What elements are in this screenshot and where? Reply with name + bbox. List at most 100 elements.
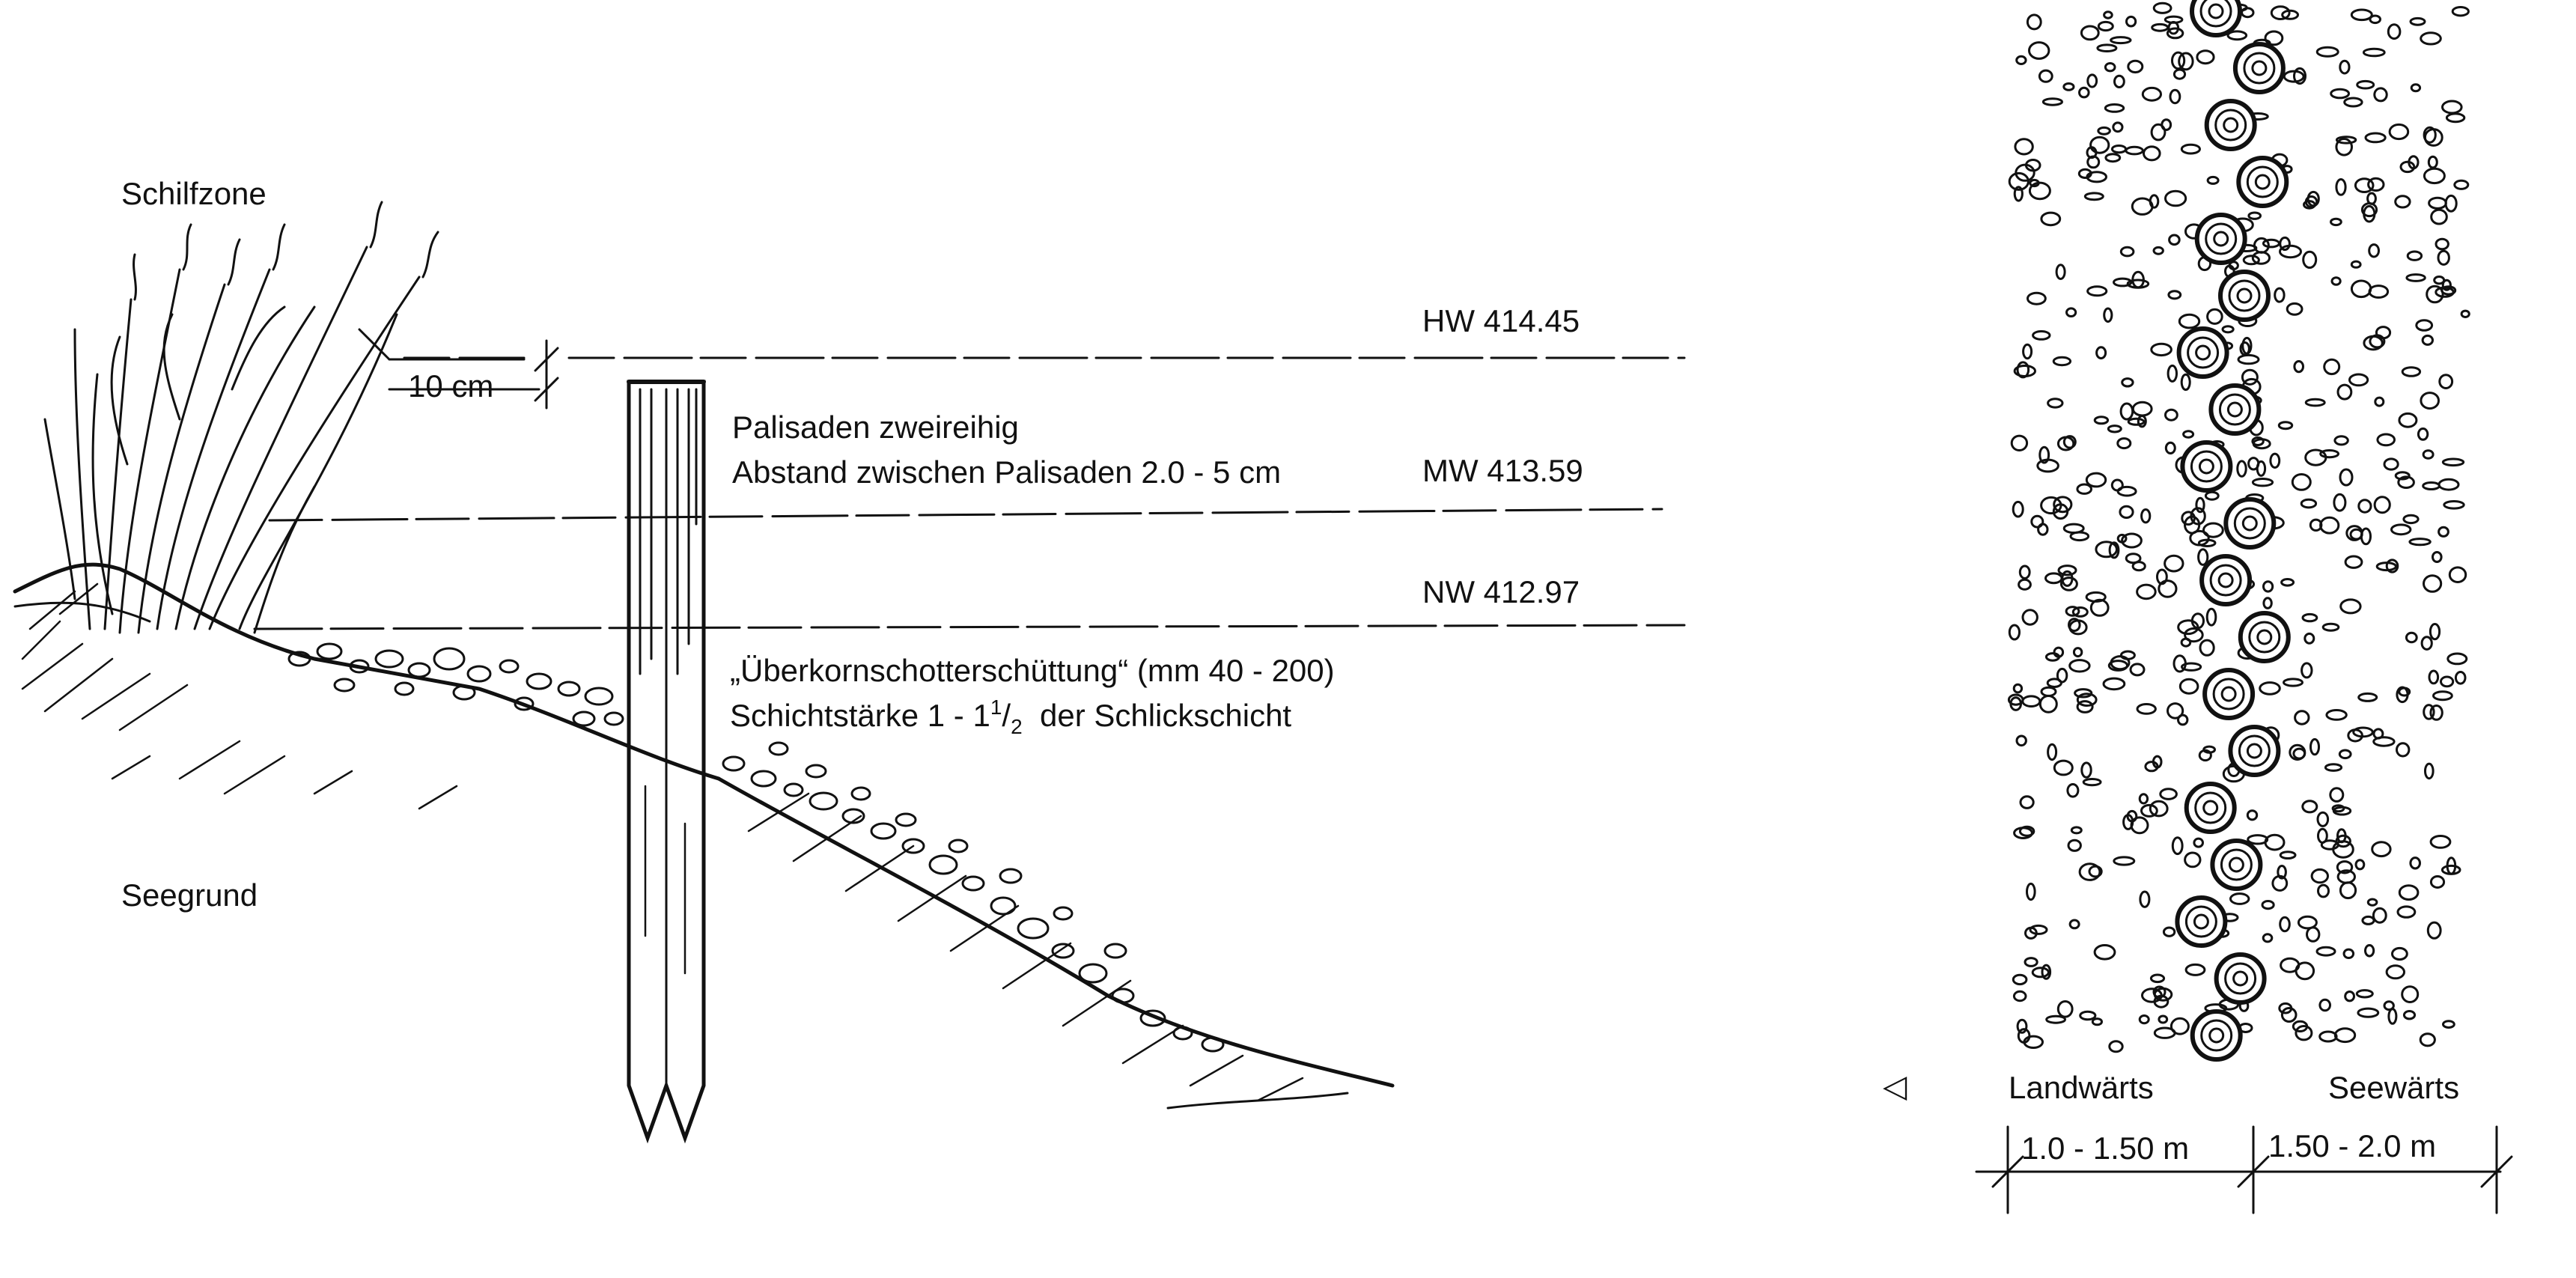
pebble (2028, 41, 2050, 60)
pebble (2394, 471, 2411, 481)
pebble (2446, 652, 2468, 666)
pebble (2397, 475, 2415, 490)
pebble (2261, 900, 2275, 910)
post-ring (2228, 279, 2261, 312)
pebble (2442, 1020, 2455, 1029)
pebble (2046, 678, 2062, 689)
pebble (2116, 437, 2132, 450)
pebble (2097, 126, 2111, 136)
pebble (2336, 869, 2357, 884)
pebble (2315, 946, 2336, 957)
palisade-post-plan (2208, 383, 2262, 436)
pebble (2184, 627, 2204, 643)
pebble (2390, 523, 2412, 536)
pebble (2409, 856, 2421, 870)
post-ring (2190, 1009, 2243, 1062)
pebble (2357, 692, 2378, 702)
pebble (2047, 743, 2058, 761)
palisade-post-plan (2238, 611, 2291, 663)
pebble (2104, 62, 2116, 73)
pebble (2022, 343, 2033, 360)
bank-profile (13, 562, 721, 810)
pebble (2445, 112, 2466, 124)
pebble (2361, 915, 2375, 925)
pebble (2131, 401, 2153, 417)
pebble (2177, 619, 2199, 636)
pebble (2264, 30, 2284, 46)
pebble (2376, 433, 2396, 447)
pebble (2385, 559, 2399, 573)
post-ring (2226, 401, 2243, 418)
pebble (2331, 804, 2345, 813)
post-ring (2246, 743, 2262, 759)
pebble (2013, 186, 2024, 202)
post-ring (2209, 564, 2242, 597)
pebble (2089, 598, 2110, 617)
pebble (2421, 334, 2435, 346)
post-ring (2232, 42, 2286, 94)
pebble (2454, 671, 2467, 685)
pebble (2259, 681, 2281, 696)
post-ring (2210, 839, 2263, 891)
pebble (2164, 189, 2187, 207)
pebble (2119, 505, 2134, 520)
pebble (2140, 508, 2152, 524)
pebble (2368, 284, 2390, 299)
pebble (2107, 660, 2128, 672)
pebble (2422, 481, 2441, 490)
post-ring (2243, 52, 2276, 85)
palisade-note-line1: Palisaden zweireihig (732, 410, 1019, 445)
pebble (2427, 155, 2438, 169)
pebble (2206, 308, 2223, 325)
pebble (2028, 181, 2051, 201)
pebble (2343, 97, 2363, 108)
post-ring (2228, 725, 2281, 777)
pebble (2040, 211, 2062, 227)
pebble (2110, 478, 2124, 492)
pebble (2168, 234, 2181, 246)
post-ring (2205, 222, 2238, 255)
plan-dimension-line (1975, 1125, 2513, 1214)
pebble (2107, 425, 2122, 433)
pebble (2125, 553, 2142, 565)
pebble (2271, 874, 2289, 892)
pebble (2335, 138, 2353, 156)
pebble (2093, 944, 2116, 961)
pebble (2095, 346, 2107, 360)
gravel-note-line2: Schichtstärke 1 - 11/2 der Schlickschich… (730, 696, 1291, 738)
pebble (2262, 933, 2274, 943)
pebble (2112, 121, 2124, 133)
pebble (2184, 515, 2201, 535)
pebble (2398, 412, 2418, 428)
water-level-lines (253, 356, 1686, 630)
pebble (2012, 990, 2027, 1002)
pebble (2274, 287, 2286, 303)
post-ring (2200, 1019, 2233, 1052)
pebble (2229, 892, 2250, 905)
pebble (2422, 449, 2435, 460)
pebble (2291, 473, 2312, 491)
pebble (2429, 623, 2441, 641)
pebble (2030, 514, 2044, 529)
pebble (2402, 514, 2420, 525)
pebble (2283, 70, 2305, 83)
pebble (2008, 171, 2030, 191)
pebble (2125, 145, 2144, 156)
pebble (2339, 598, 2362, 615)
gravel-fill (287, 642, 1225, 1053)
pebble (2119, 246, 2135, 258)
post-ring (2232, 970, 2249, 987)
pebble (2374, 396, 2385, 407)
pebble (2076, 483, 2092, 495)
pebble (2096, 43, 2118, 52)
pebble (2108, 541, 2120, 559)
pebble (2251, 436, 2265, 446)
pebble (2139, 890, 2151, 908)
post-ring (2214, 952, 2267, 1005)
pebble (2300, 498, 2318, 509)
pebble (2013, 827, 2033, 839)
pebble (2441, 100, 2463, 115)
pebble (2335, 178, 2347, 196)
pebble (2443, 500, 2465, 510)
pebble (2119, 402, 2134, 421)
